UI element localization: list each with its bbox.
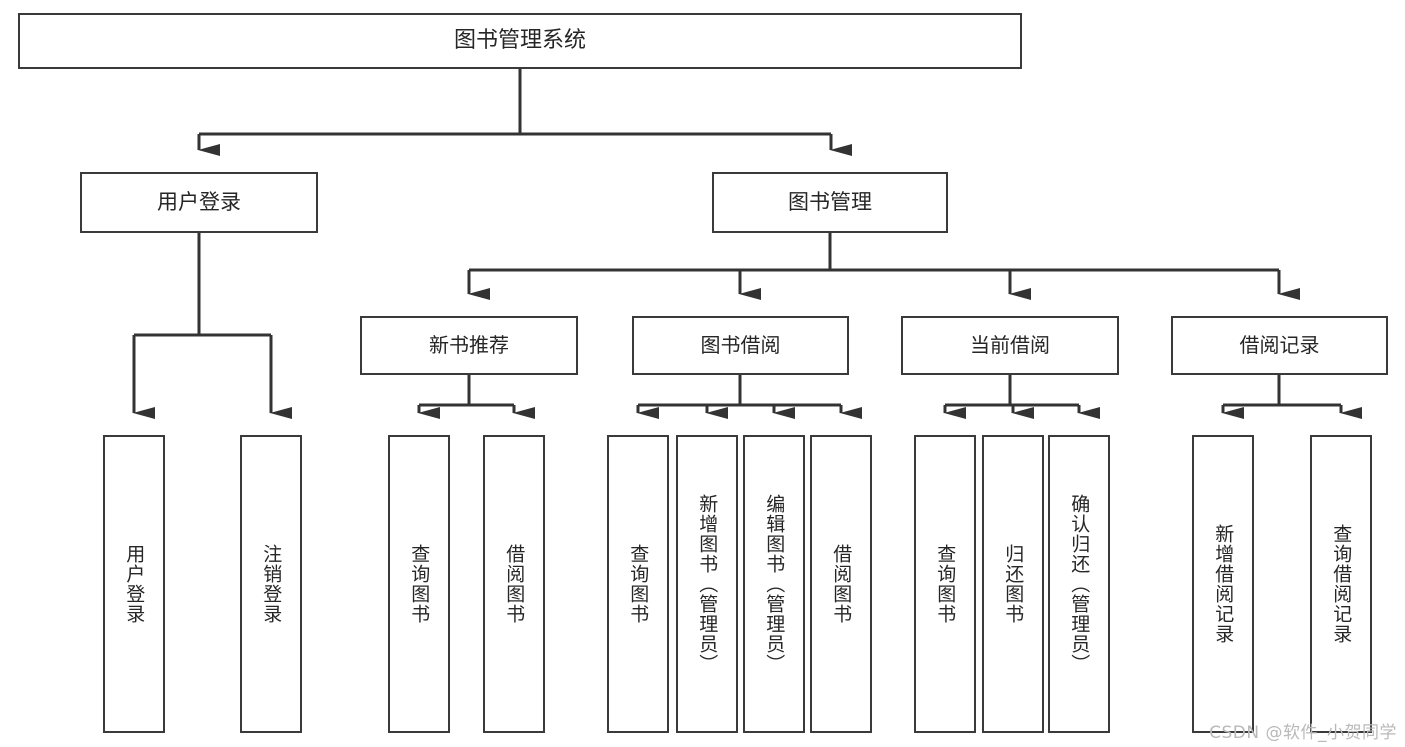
node-leaf-borrow-book-2-label: 借阅图书 [830, 544, 853, 624]
node-leaf-user-login[interactable]: 用户登录 [103, 435, 165, 733]
node-leaf-borrow-book-1[interactable]: 借阅图书 [483, 435, 545, 733]
node-leaf-borrow-book-2[interactable]: 借阅图书 [810, 435, 872, 733]
node-leaf-logout-label: 注销登录 [260, 544, 283, 624]
node-leaf-query-book-3-label: 查询图书 [934, 544, 957, 624]
node-borrow-record-label: 借阅记录 [1239, 332, 1320, 357]
node-user-login[interactable]: 用户登录 [80, 172, 318, 233]
node-user-login-label: 用户登录 [157, 190, 241, 215]
node-leaf-return-book-label: 归还图书 [1002, 544, 1025, 624]
node-leaf-edit-book-label: 编辑图书（管理员） [763, 494, 786, 674]
node-book-management[interactable]: 图书管理 [712, 172, 948, 233]
node-leaf-add-record[interactable]: 新增借阅记录 [1192, 435, 1254, 733]
csdn-watermark: CSDN @软件_小贺同学 [1209, 723, 1397, 743]
node-new-book-recommend[interactable]: 新书推荐 [360, 316, 578, 375]
node-current-borrow[interactable]: 当前借阅 [901, 316, 1119, 375]
node-leaf-logout[interactable]: 注销登录 [240, 435, 302, 733]
node-leaf-add-book[interactable]: 新增图书（管理员） [676, 435, 738, 733]
node-leaf-confirm-return-label: 确认归还（管理员） [1068, 494, 1091, 674]
node-leaf-query-book-2-label: 查询图书 [627, 544, 650, 624]
node-leaf-query-book-1-label: 查询图书 [408, 544, 431, 624]
node-leaf-add-book-label: 新增图书（管理员） [696, 494, 719, 674]
node-book-management-label: 图书管理 [788, 190, 872, 215]
node-leaf-confirm-return[interactable]: 确认归还（管理员） [1048, 435, 1110, 733]
node-leaf-query-book-3[interactable]: 查询图书 [914, 435, 976, 733]
node-book-borrow[interactable]: 图书借阅 [632, 316, 849, 375]
node-root-label: 图书管理系统 [453, 28, 586, 54]
node-leaf-edit-book[interactable]: 编辑图书（管理员） [743, 435, 805, 733]
node-new-book-recommend-label: 新书推荐 [429, 332, 509, 357]
node-current-borrow-label: 当前借阅 [970, 332, 1050, 357]
node-leaf-query-book-1[interactable]: 查询图书 [388, 435, 450, 733]
node-leaf-return-book[interactable]: 归还图书 [982, 435, 1044, 733]
node-leaf-query-record[interactable]: 查询借阅记录 [1310, 435, 1372, 733]
node-borrow-record[interactable]: 借阅记录 [1171, 316, 1388, 375]
node-leaf-borrow-book-1-label: 借阅图书 [503, 544, 526, 624]
node-leaf-query-book-2[interactable]: 查询图书 [607, 435, 669, 733]
node-book-borrow-label: 图书借阅 [700, 332, 781, 357]
node-leaf-query-record-label: 查询借阅记录 [1330, 524, 1353, 644]
node-leaf-add-record-label: 新增借阅记录 [1212, 524, 1235, 644]
node-leaf-user-login-label: 用户登录 [123, 544, 146, 624]
node-root[interactable]: 图书管理系统 [18, 13, 1022, 69]
